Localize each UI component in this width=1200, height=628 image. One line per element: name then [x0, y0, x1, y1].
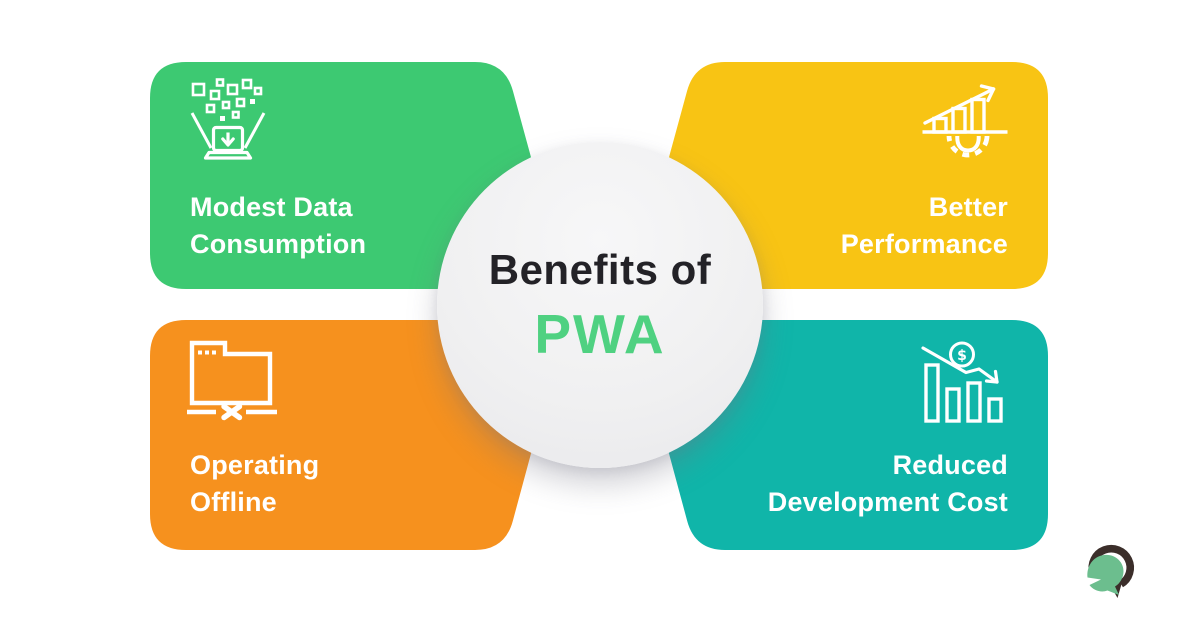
- data-download-icon: [190, 78, 266, 160]
- laptop-download-glyph: [203, 125, 253, 160]
- spartan-helmet-logo: [1087, 544, 1134, 598]
- label-better-performance: Better Performance: [841, 189, 1008, 263]
- gear: [946, 136, 990, 158]
- label-line: Better: [928, 192, 1008, 222]
- label-line: Consumption: [190, 229, 367, 259]
- descending-bars: [924, 363, 1003, 423]
- label-line: Performance: [840, 229, 1008, 259]
- cost-decline-icon: $: [921, 341, 1003, 423]
- helmet-crest-tail: [1111, 579, 1123, 598]
- label-line: Reduced: [892, 450, 1008, 480]
- folder-dots: [198, 350, 216, 355]
- funnel-lines: [190, 112, 266, 149]
- label-reduced-development-cost: Reduced Development Cost: [768, 447, 1008, 521]
- label-operating-offline: Operating Offline: [190, 447, 319, 521]
- data-squares: [191, 78, 263, 119]
- helmet-face: [1087, 554, 1124, 595]
- center-circle: Benefits of PWA: [437, 142, 763, 468]
- performance-gear-icon: [922, 84, 1008, 158]
- dollar-symbol: $: [957, 348, 967, 364]
- label-line: Offline: [190, 487, 277, 517]
- data-squares-filled: [220, 99, 255, 121]
- dollar-coin: $: [949, 341, 975, 368]
- label-line: Development Cost: [767, 487, 1008, 517]
- label-modest-data-consumption: Modest Data Consumption: [190, 189, 366, 263]
- ascending-bars: [932, 97, 986, 134]
- title-benefits-of: Benefits of: [488, 246, 712, 293]
- x-mark: [221, 403, 243, 421]
- label-line: Operating: [190, 450, 320, 480]
- offline-folder-icon: [187, 340, 277, 421]
- title-pwa: PWA: [534, 303, 666, 365]
- label-line: Modest Data: [190, 192, 353, 222]
- decline-arrow: [921, 346, 999, 384]
- folder-outline: [189, 340, 273, 406]
